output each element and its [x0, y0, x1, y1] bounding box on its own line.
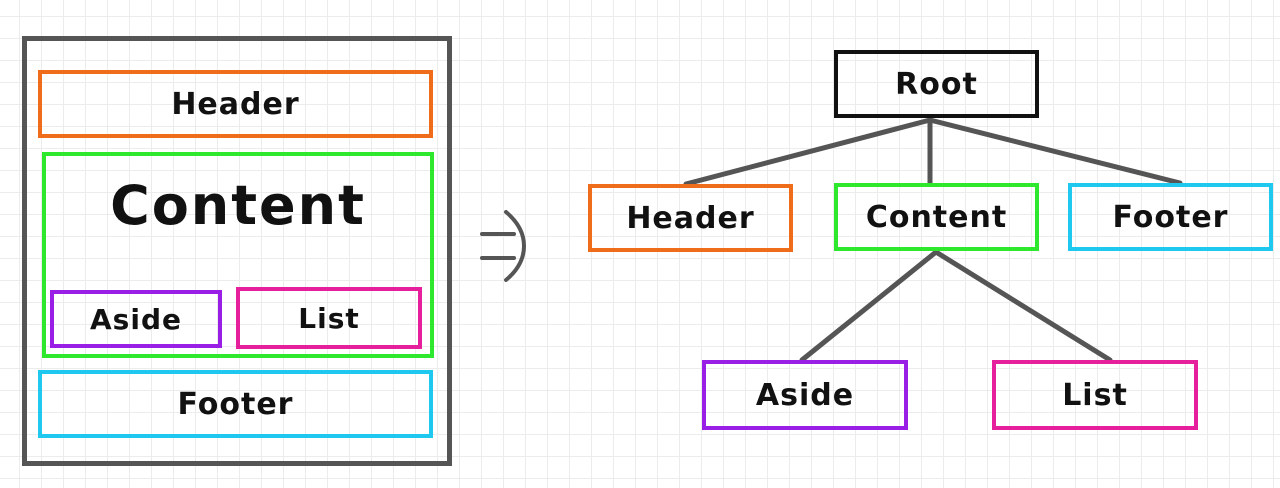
tree-header-label: Header	[626, 200, 755, 236]
edge-root-footer	[927, 117, 1183, 186]
layout-header-label: Header	[171, 86, 300, 122]
tree-node-aside: Aside	[702, 360, 908, 430]
edge-content-aside	[799, 249, 939, 363]
tree-content-label: Content	[865, 199, 1008, 235]
edge-content-list	[933, 249, 1113, 363]
layout-footer-label: Footer	[177, 386, 294, 422]
layout-list-label: List	[298, 301, 360, 335]
tree-node-header: Header	[588, 184, 793, 252]
layout-aside-box: Aside	[50, 290, 222, 348]
tree-footer-label: Footer	[1112, 199, 1229, 235]
tree-aside-label: Aside	[755, 377, 855, 413]
tree-list-label: List	[1062, 377, 1128, 413]
layout-footer-box: Footer	[38, 370, 433, 438]
edge-root-header	[683, 117, 933, 187]
layout-content-label: Content	[110, 174, 366, 237]
tree-node-content: Content	[834, 183, 1039, 251]
implies-arrow-icon	[480, 210, 526, 282]
tree-node-footer: Footer	[1068, 183, 1273, 251]
layout-frame	[22, 36, 452, 466]
layout-content-box: Content	[42, 152, 434, 358]
tree-node-list: List	[992, 360, 1198, 430]
layout-list-box: List	[236, 287, 422, 349]
tree-node-root: Root	[834, 50, 1039, 118]
tree-root-label: Root	[895, 66, 978, 102]
layout-header-box: Header	[38, 70, 433, 138]
layout-aside-label: Aside	[90, 302, 182, 336]
